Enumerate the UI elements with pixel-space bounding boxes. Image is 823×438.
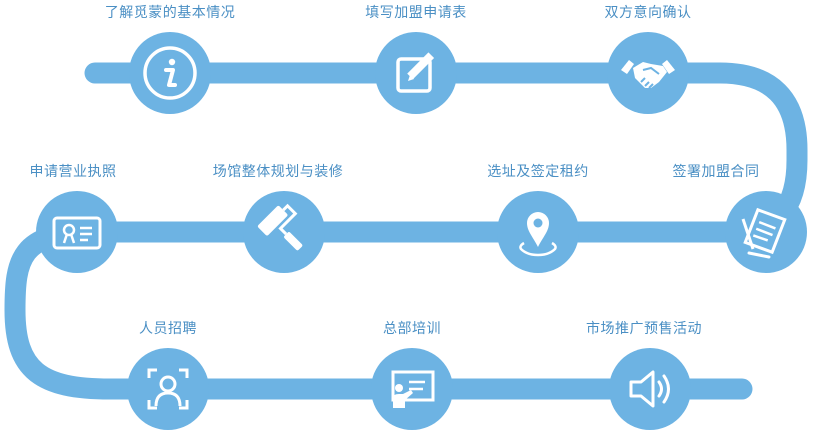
step-3-label: 双方意向确认 [604, 5, 692, 21]
contract-sign-icon [741, 207, 787, 259]
step-1-label: 了解觅蒙的基本情况 [104, 5, 236, 21]
edit-form-icon [396, 52, 435, 93]
step-8-label: 人员招聘 [139, 321, 197, 337]
step-6-label: 场馆整体规划与装修 [212, 164, 344, 180]
step-10-label: 市场推广预售活动 [586, 321, 702, 337]
step-9-node [371, 348, 453, 430]
paint-roller-icon [257, 203, 303, 251]
step-1-node [129, 32, 211, 114]
step-9-label: 总部培训 [383, 321, 441, 337]
location-pin-icon [519, 212, 557, 257]
training-board-icon [391, 370, 435, 408]
step-3-node [607, 32, 689, 114]
step-8-node [127, 348, 209, 430]
step-5-node [497, 191, 579, 273]
step-2-label: 填写加盟申请表 [365, 5, 467, 21]
step-5-label: 选址及签定租约 [487, 164, 589, 180]
step-4-node [725, 191, 807, 273]
speaker-icon [629, 370, 670, 408]
step-2-node [375, 32, 457, 114]
info-icon [143, 46, 197, 100]
handshake-icon [621, 60, 675, 89]
step-4-label: 签署加盟合同 [672, 164, 760, 180]
license-card-icon [52, 216, 102, 250]
step-6-node [243, 191, 325, 273]
step-10-node [609, 348, 691, 430]
step-7-label: 申请营业执照 [29, 164, 117, 180]
step-7-node [36, 191, 118, 273]
recruit-person-icon [147, 368, 189, 410]
